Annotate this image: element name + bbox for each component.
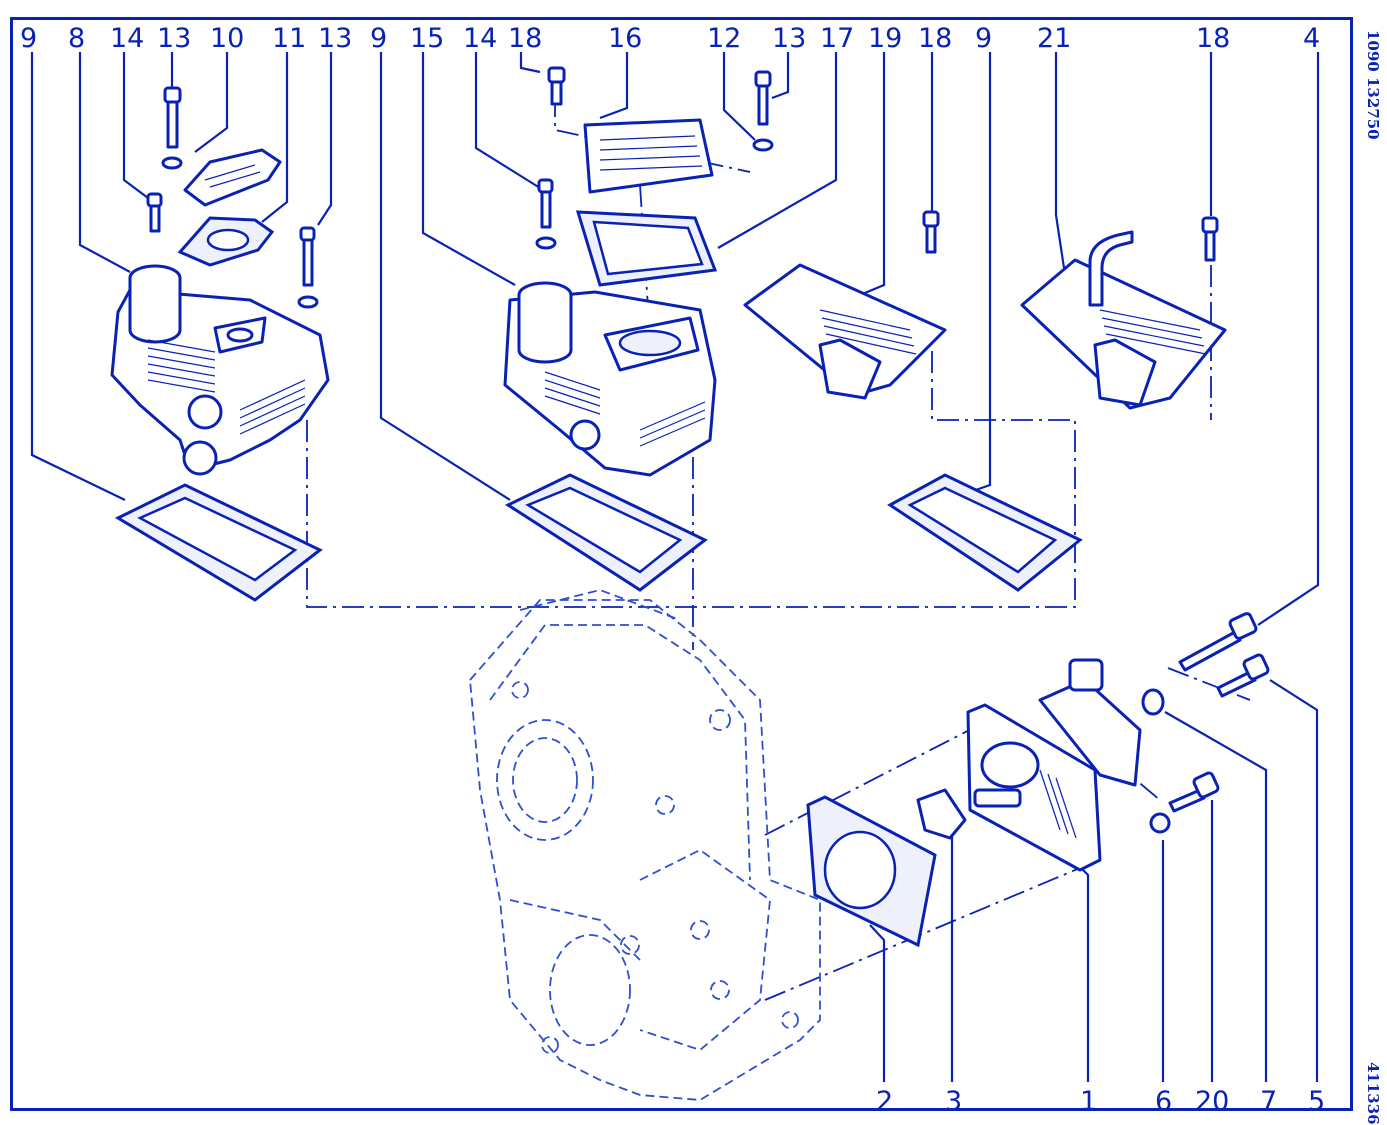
callout-bottom-4: 6	[1155, 1086, 1173, 1117]
callout-top-14: 13	[772, 23, 807, 54]
callout-top-16: 19	[868, 23, 903, 54]
callout-top-21: 4	[1303, 23, 1321, 54]
callout-top-6: 11	[272, 23, 307, 54]
center-gasket	[504, 473, 708, 592]
pump-assembly	[806, 612, 1270, 948]
callout-top-7: 13	[318, 23, 353, 54]
transmission-housing-phantom	[469, 589, 821, 1101]
callout-top-12: 16	[608, 23, 643, 54]
callout-top-17: 18	[918, 23, 953, 54]
plate-21	[1020, 216, 1227, 410]
callout-bottom-3: 1	[1080, 1086, 1098, 1117]
callout-top-19: 21	[1037, 23, 1072, 54]
small-cover-and-gasket	[177, 148, 282, 267]
callout-top-1: 9	[20, 23, 38, 54]
callout-top-5: 10	[210, 23, 245, 54]
callout-top-8: 9	[370, 23, 388, 54]
callout-bottom-6: 7	[1260, 1086, 1278, 1117]
callout-top-20: 18	[1196, 23, 1231, 54]
callout-bottom-2: 3	[945, 1086, 963, 1117]
callout-bottom-5: 20	[1195, 1086, 1230, 1117]
callout-top-2: 8	[68, 23, 86, 54]
callout-top-15: 17	[820, 23, 855, 54]
callout-top-4: 13	[157, 23, 192, 54]
left-gasket	[114, 483, 323, 602]
callout-top-11: 18	[508, 23, 543, 54]
left-housing-assembly	[110, 264, 330, 476]
callout-bottom-1: 2	[876, 1086, 894, 1117]
plate-19	[743, 210, 947, 400]
center-bolts	[535, 66, 774, 250]
drawing-frame	[10, 17, 1353, 1111]
callout-top-9: 15	[410, 23, 445, 54]
callout-top-10: 14	[463, 23, 498, 54]
callout-top-18: 9	[975, 23, 993, 54]
leader-lines	[30, 52, 1320, 626]
callout-top-3: 14	[110, 23, 145, 54]
right-gasket	[887, 473, 1083, 592]
center-housing-assembly	[503, 281, 717, 477]
top-cover-and-gasket	[575, 118, 718, 287]
callout-bottom-7: 5	[1308, 1086, 1326, 1117]
callout-top-13: 12	[707, 23, 742, 54]
left-bolts	[146, 86, 319, 309]
alignment-lines	[306, 95, 1251, 1001]
